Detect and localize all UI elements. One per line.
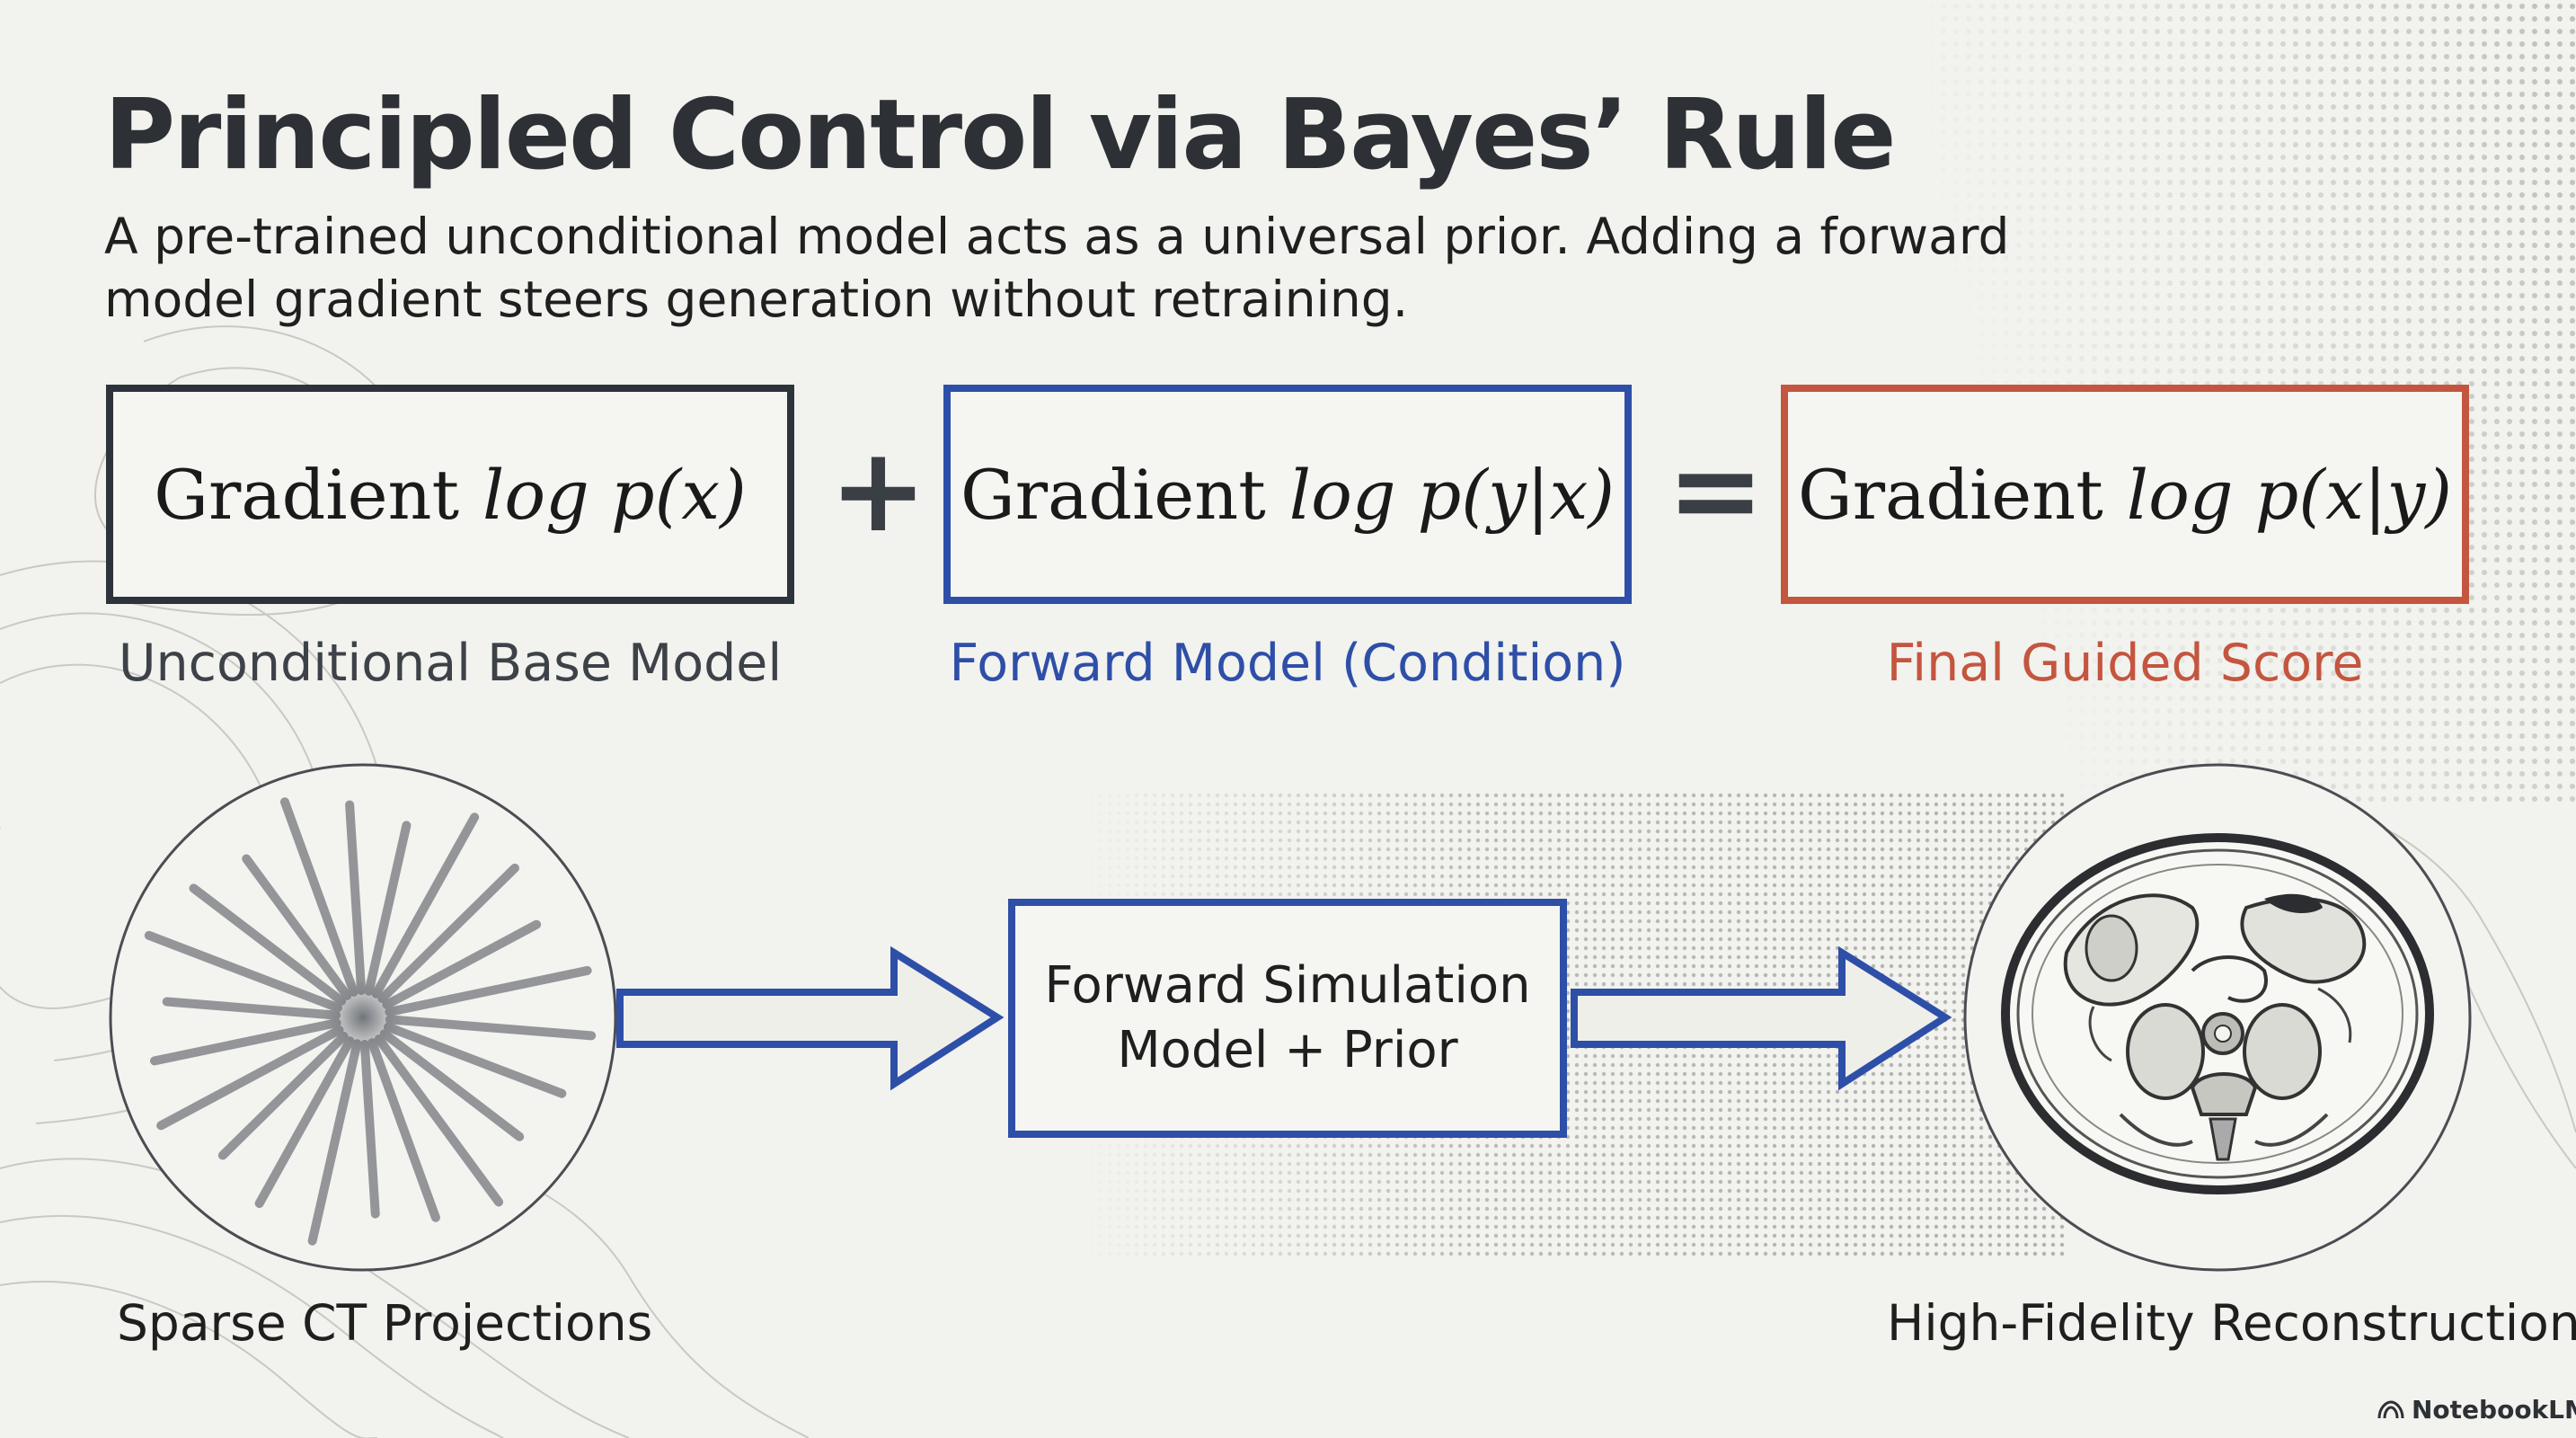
projection-ray [307, 1039, 362, 1246]
projection-ray [162, 997, 341, 1020]
projection-ray [385, 1015, 597, 1041]
projection-ray [385, 965, 592, 1016]
projection-ray [384, 1022, 567, 1098]
sparse-ct-projection-image [109, 763, 617, 1272]
projection-ray [359, 1039, 380, 1219]
plus-operator: + [829, 422, 927, 558]
projection-ray [217, 1032, 349, 1160]
projection-ray [377, 863, 520, 1003]
equation-term-guided: Gradient log p(x|y) [1781, 385, 2469, 604]
forward-simulation-line1: Forward Simulation [1044, 956, 1531, 1015]
projection-ray [364, 821, 412, 996]
projection-ray [371, 812, 480, 999]
page-subtitle: A pre-trained unconditional model acts a… [104, 208, 2010, 328]
projection-ray [189, 883, 347, 1006]
projection-ray [242, 854, 352, 1000]
caption-unconditional-base-model: Unconditional Base Model [118, 634, 783, 693]
equation-term-unconditional: Gradient log p(x) [106, 385, 794, 604]
projection-ray [367, 1038, 440, 1222]
equation-term-math: log p(x|y) [2126, 454, 2452, 535]
equation-term-math: log p(y|x) [1288, 454, 1615, 535]
sparse-ct-label: Sparse CT Projections [117, 1294, 653, 1352]
projection-ray [144, 930, 342, 1013]
projection-ray [374, 1034, 504, 1207]
ct-reconstruction-image [1963, 763, 2472, 1272]
equals-operator: = [1667, 422, 1765, 558]
brand-name: NotebookLM [2412, 1395, 2576, 1425]
forward-simulation-box: Forward Simulation Model + Prior [1008, 899, 1567, 1138]
forward-simulation-line2: Model + Prior [1117, 1021, 1458, 1079]
equation-term-forward: Gradient log p(y|x) [943, 385, 1632, 604]
reconstruction-label: High-Fidelity Reconstruction [1887, 1294, 2576, 1352]
caption-forward-model: Forward Model (Condition) [949, 634, 1626, 693]
caption-final-guided-score: Final Guided Score [1886, 634, 2364, 693]
equation-term-math: log p(x) [482, 454, 747, 535]
equation-term-label: Gradient [1797, 454, 2103, 535]
projection-ray [279, 797, 359, 997]
projection-ray [254, 1036, 355, 1209]
equation-term-label: Gradient [960, 454, 1266, 535]
equation-term-label: Gradient [154, 454, 460, 535]
page-title: Principled Control via Bayes’ Rule [104, 79, 1897, 191]
notebooklm-logo-icon [2377, 1399, 2404, 1418]
notebooklm-brand: NotebookLM [2377, 1395, 2576, 1425]
projection-ray [382, 919, 542, 1009]
projection-ray [156, 1025, 344, 1131]
projection-ray [149, 1018, 341, 1066]
projection-ray [345, 800, 367, 996]
projection-ray [379, 1029, 525, 1141]
